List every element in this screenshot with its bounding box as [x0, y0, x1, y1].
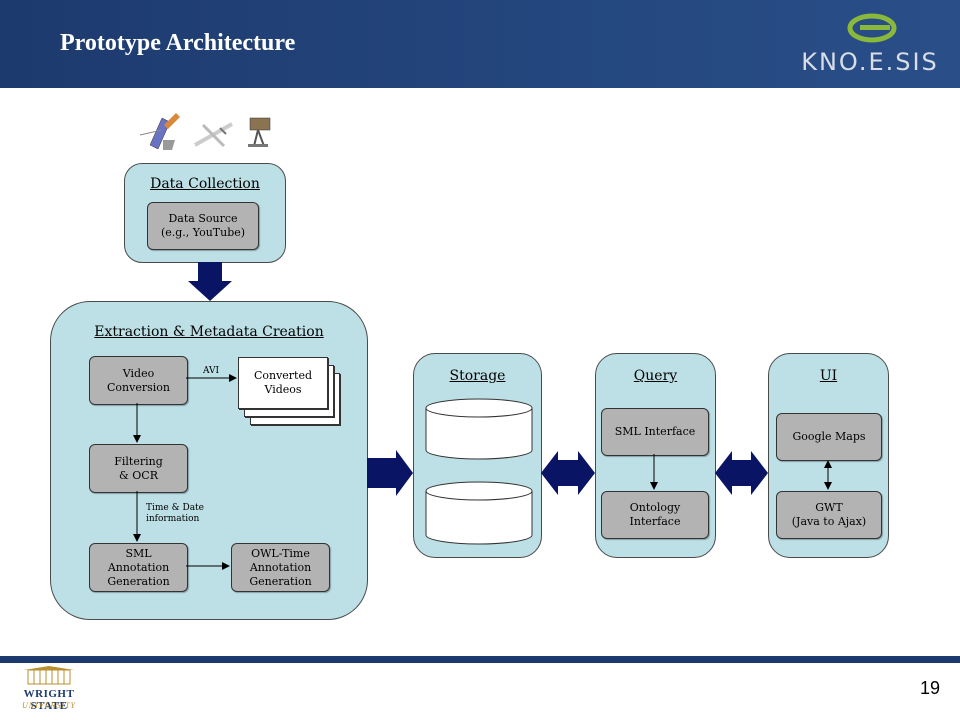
query-title: Query: [633, 368, 678, 384]
camera-icon: [248, 117, 271, 147]
page-number: 19: [919, 678, 940, 698]
converted-videos-box: Converted Videos: [238, 357, 328, 409]
query-ui-arrow: [715, 451, 768, 495]
sml-interface-box: SML Interface: [601, 408, 709, 456]
wsu-sub: UNIVERSITY: [22, 701, 76, 710]
google-maps-box: Google Maps: [776, 413, 882, 461]
storage-query-arrow: [541, 451, 595, 495]
storage-title: Storage: [449, 368, 506, 384]
converted-videos-label: Converted Videos: [253, 369, 313, 396]
ontology-interface-box: Ontology Interface: [601, 491, 709, 539]
sml-db-label: SML (XML-DB): [451, 424, 507, 451]
video-conversion-box: Video Conversion: [89, 356, 188, 405]
sml-annotation-box: SML Annotation Generation: [89, 543, 188, 592]
extraction-to-storage-arrow: [367, 450, 413, 496]
extraction-title: Extraction & Metadata Creation: [94, 324, 324, 340]
time-date-label: Time & Date information: [146, 503, 204, 524]
data-collection-panel: Data Collection Data Source (e.g., YouTu…: [124, 163, 286, 263]
drone-icon: [194, 122, 233, 148]
wright-state-logo: WRIGHT STATE UNIVERSITY: [8, 666, 90, 716]
footer-bar: [0, 656, 960, 663]
header-bar: Prototype Architecture KNO.E.SIS: [0, 0, 960, 88]
owl-annotation-box: OWL-Time Annotation Generation: [231, 543, 330, 592]
satellite-icon: [139, 113, 180, 150]
page-title: Prototype Architecture: [60, 30, 296, 56]
collection-to-extraction-arrow: [188, 262, 232, 301]
wsu-name: WRIGHT STATE: [23, 688, 75, 712]
gwt-box: GWT (Java to Ajax): [776, 491, 882, 539]
knoesis-logo: KNO.E.SIS: [790, 8, 950, 80]
data-source-box: Data Source (e.g., YouTube): [147, 202, 259, 250]
ui-title: UI: [819, 368, 838, 384]
ontology-db-label: Ontology (OWL/RDF-DB): [436, 507, 522, 534]
logo-text: KNO.E.SIS: [801, 48, 939, 76]
avi-label: AVI: [203, 366, 220, 376]
data-collection-title: Data Collection: [150, 176, 260, 192]
filtering-ocr-box: Filtering & OCR: [89, 444, 188, 493]
